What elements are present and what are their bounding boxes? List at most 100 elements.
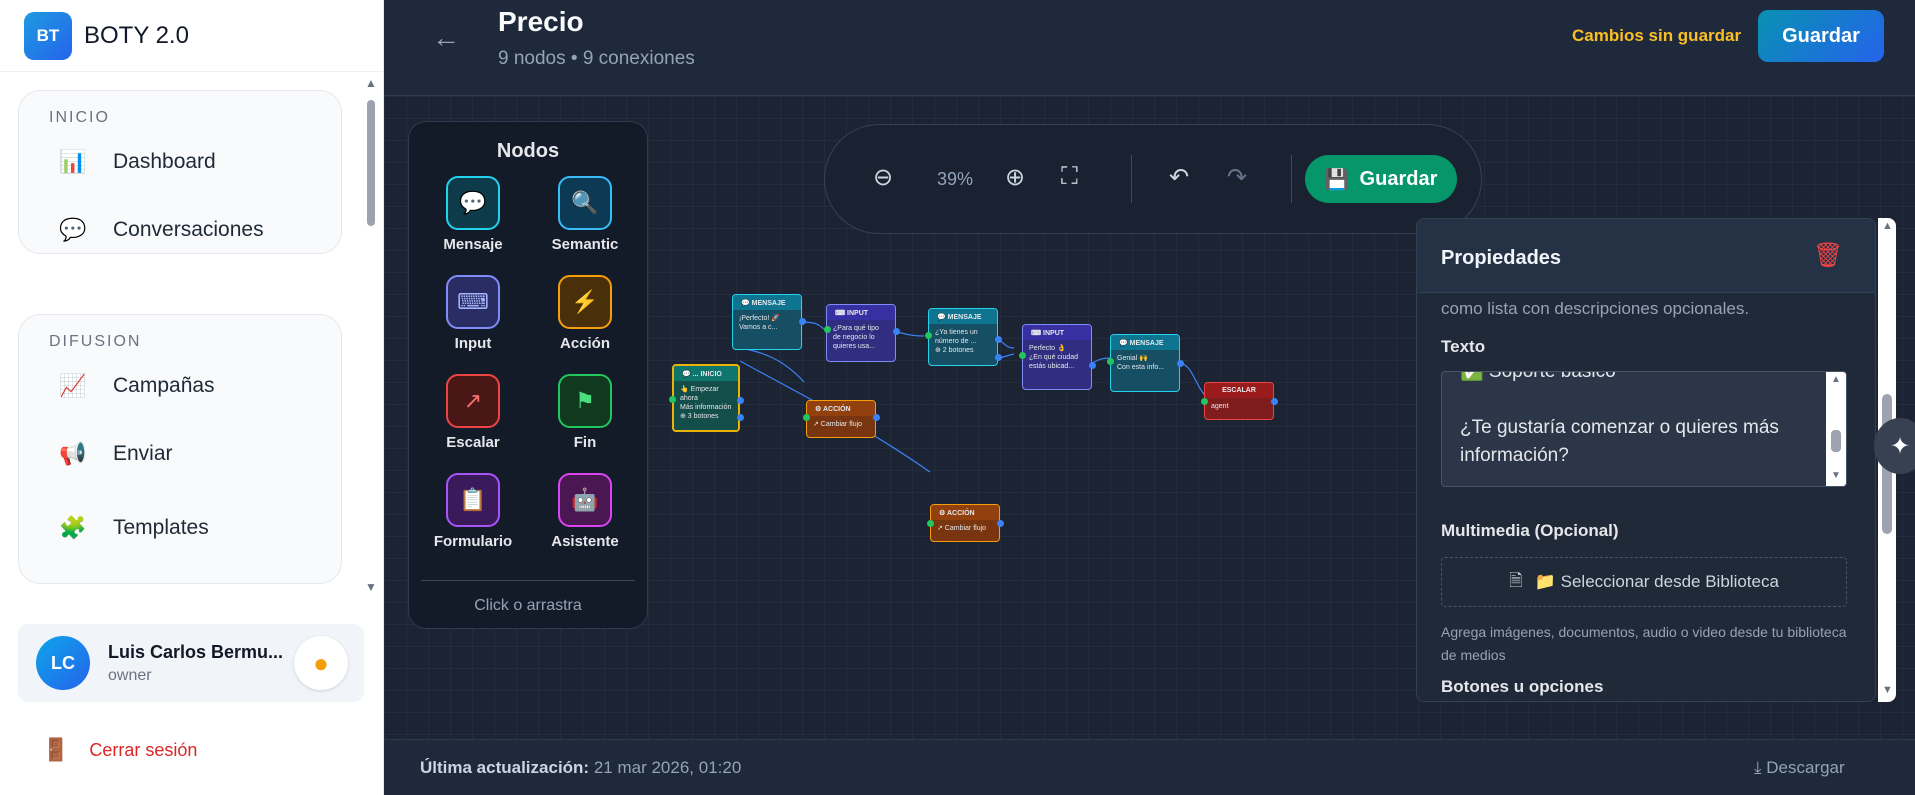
node-header: ⚙ ACCIÓN	[807, 401, 875, 416]
save-button[interactable]: Guardar	[1758, 10, 1884, 62]
palette-item-semantic[interactable]: 🔍 Semantic	[529, 176, 641, 253]
nav-scroll: INICIO 📊Dashboard 💬Conversaciones DIFUSI…	[0, 76, 384, 596]
media-label: Multimedia (Opcional)	[1441, 521, 1619, 540]
palette-item-input[interactable]: ⌨ Input	[417, 275, 529, 352]
sidebar-item-templates[interactable]: 🧩Templates	[19, 491, 341, 565]
node-line: quieres usa...	[833, 343, 876, 350]
output-port[interactable]	[893, 328, 900, 335]
scroll-up-icon[interactable]: ▲	[1882, 220, 1893, 232]
node-line: ¿Para qué tipo	[833, 325, 879, 332]
palette-item-asistente[interactable]: 🤖 Asistente	[529, 473, 641, 550]
scroll-up-icon[interactable]: ▲	[1831, 374, 1841, 385]
palette-item-formulario[interactable]: 📋 Formulario	[417, 473, 529, 550]
download-button[interactable]: ⤓ Descargar	[1754, 758, 1845, 778]
text-line: ✅ Soporte básico	[1460, 371, 1616, 382]
flow-node-accion[interactable]: ⚙ ACCIÓN ↗ Cambiar flujo	[930, 504, 1000, 542]
node-line: ¿Ya tienes un	[935, 329, 978, 336]
output-port[interactable]	[737, 397, 744, 404]
output-port[interactable]	[873, 414, 880, 421]
scroll-up-icon[interactable]: ▲	[365, 76, 377, 90]
user-role: owner	[108, 666, 152, 684]
brand[interactable]: BT BOTY 2.0	[0, 0, 383, 72]
media-hint: Agrega imágenes, documentos, audio o vid…	[1441, 624, 1847, 663]
flow-node-inicio[interactable]: 💬 ... INICIO 👆 Empezar ahora Más informa…	[672, 364, 740, 432]
redo-icon[interactable]: ↷	[1227, 164, 1248, 191]
sidebar-item-label: Templates	[113, 516, 209, 539]
output-port[interactable]	[995, 354, 1002, 361]
input-port[interactable]	[1201, 398, 1208, 405]
node-palette: Nodos 💬 Mensaje 🔍 Semantic ⌨ Input ⚡ Acc…	[408, 121, 648, 629]
flow-node-mensaje[interactable]: 💬 MENSAJE ¡Perfecto! 🚀 Vamos a c...	[732, 294, 802, 350]
sidebar-item-campanas[interactable]: 📈 Campañas	[19, 355, 341, 417]
flow-node-mensaje[interactable]: 💬 MENSAJE ¿Ya tienes un número de ... ⊕ …	[928, 308, 998, 366]
flow-node-input[interactable]: ⌨ INPUT ¿Para qué tipo de negocio lo qui…	[826, 304, 896, 362]
node-header: 💬 ... INICIO	[674, 366, 738, 381]
save-flow-label: Guardar	[1359, 167, 1438, 190]
undo-icon[interactable]: ↶	[1169, 164, 1190, 191]
toolbar-divider	[1131, 155, 1132, 203]
back-arrow-icon[interactable]: ←	[432, 22, 460, 53]
palette-item-escalar[interactable]: ↗ Escalar	[417, 374, 529, 451]
node-line: estás ubicad...	[1029, 363, 1075, 370]
palette-item-label: Asistente	[551, 533, 619, 550]
sidebar-scroll-thumb[interactable]	[367, 100, 375, 226]
flow-node-accion[interactable]: ⚙ ACCIÓN ↗ Cambiar flujo	[806, 400, 876, 438]
sidebar-item-enviar[interactable]: 📢Enviar	[19, 417, 341, 491]
user-card[interactable]: LC Luis Carlos Bermu... owner ●	[18, 624, 364, 702]
output-port[interactable]	[737, 414, 744, 421]
brand-name: BOTY 2.0	[84, 21, 189, 49]
trash-icon[interactable]: 🗑	[1813, 242, 1844, 269]
input-port[interactable]	[1019, 352, 1026, 359]
text-label: Texto	[1441, 337, 1486, 356]
zoom-out-icon[interactable]: ⊖	[873, 164, 894, 191]
scroll-down-icon[interactable]: ▼	[1831, 470, 1841, 481]
fit-view-icon[interactable]: ⛶	[1061, 163, 1078, 190]
palette-item-accion[interactable]: ⚡ Acción	[529, 275, 641, 352]
palette-item-label: Semantic	[551, 236, 619, 253]
input-port[interactable]	[669, 396, 676, 403]
sidebar: BT BOTY 2.0 INICIO 📊Dashboard 💬Conversac…	[0, 0, 384, 795]
palette-item-mensaje[interactable]: 💬 Mensaje	[417, 176, 529, 253]
flow-node-input[interactable]: ⌨ INPUT Perfecto 👌 ¿En qué ciudad estás …	[1022, 324, 1092, 390]
top-bar: ← Precio 9 nodos • 9 conexiones Cambios …	[384, 0, 1915, 96]
sidebar-scrollbar[interactable]: ▲ ▼	[364, 76, 378, 596]
chart-line-icon: 📈	[59, 373, 87, 398]
nav-group-title: DIFUSION	[49, 333, 142, 350]
node-line: Más información	[680, 404, 732, 411]
output-port[interactable]	[997, 520, 1004, 527]
file-image-icon: 🗎	[1509, 570, 1523, 590]
scroll-down-icon[interactable]: ▼	[365, 580, 377, 594]
sidebar-item-label: Campañas	[113, 374, 215, 397]
output-port[interactable]	[995, 336, 1002, 343]
logout-button[interactable]: 🚪 Cerrar sesión	[42, 737, 197, 763]
sidebar-item-conversaciones[interactable]: 💬Conversaciones	[19, 193, 341, 267]
flow-node-mensaje[interactable]: 💬 MENSAJE Genial 🙌 Con esta info...	[1110, 334, 1180, 392]
select-from-library-button[interactable]: 🗎 📁 Seleccionar desde Biblioteca	[1441, 557, 1847, 607]
input-port[interactable]	[824, 326, 831, 333]
node-line: Vamos a c...	[739, 324, 778, 331]
sidebar-item-dashboard[interactable]: 📊Dashboard	[19, 131, 341, 193]
bar-chart-icon: 📊	[59, 149, 87, 174]
scroll-down-icon[interactable]: ▼	[1882, 684, 1893, 696]
flow-node-escalar[interactable]: ESCALAR agent	[1204, 382, 1274, 420]
output-port[interactable]	[799, 318, 806, 325]
footer: Última actualización: 21 mar 2026, 01:20…	[384, 739, 1915, 795]
input-port[interactable]	[927, 520, 934, 527]
output-port[interactable]	[1089, 362, 1096, 369]
flow-canvas[interactable]: 💬 ... INICIO 👆 Empezar ahora Más informa…	[384, 96, 1915, 739]
input-port[interactable]	[1107, 358, 1114, 365]
input-port[interactable]	[803, 414, 810, 421]
palette-item-fin[interactable]: ⚑ Fin	[529, 374, 641, 451]
textarea-scroll-thumb[interactable]	[1831, 430, 1841, 452]
ai-assistant-button[interactable]: ✦	[1874, 418, 1915, 474]
zoom-in-icon[interactable]: ⊕	[1005, 164, 1026, 191]
output-port[interactable]	[1177, 360, 1184, 367]
message-text-area[interactable]: ✅ Soporte básico ¿Te gustaría comenzar o…	[1441, 371, 1847, 487]
theme-toggle-button[interactable]: ●	[294, 636, 348, 690]
textarea-scrollbar[interactable]: ▲ ▼	[1826, 372, 1846, 486]
trend-up-icon: ↗	[446, 374, 500, 428]
save-flow-button[interactable]: 💾 Guardar	[1305, 155, 1457, 203]
input-port[interactable]	[925, 332, 932, 339]
sidebar-item-label: Conversaciones	[113, 218, 264, 241]
output-port[interactable]	[1271, 398, 1278, 405]
